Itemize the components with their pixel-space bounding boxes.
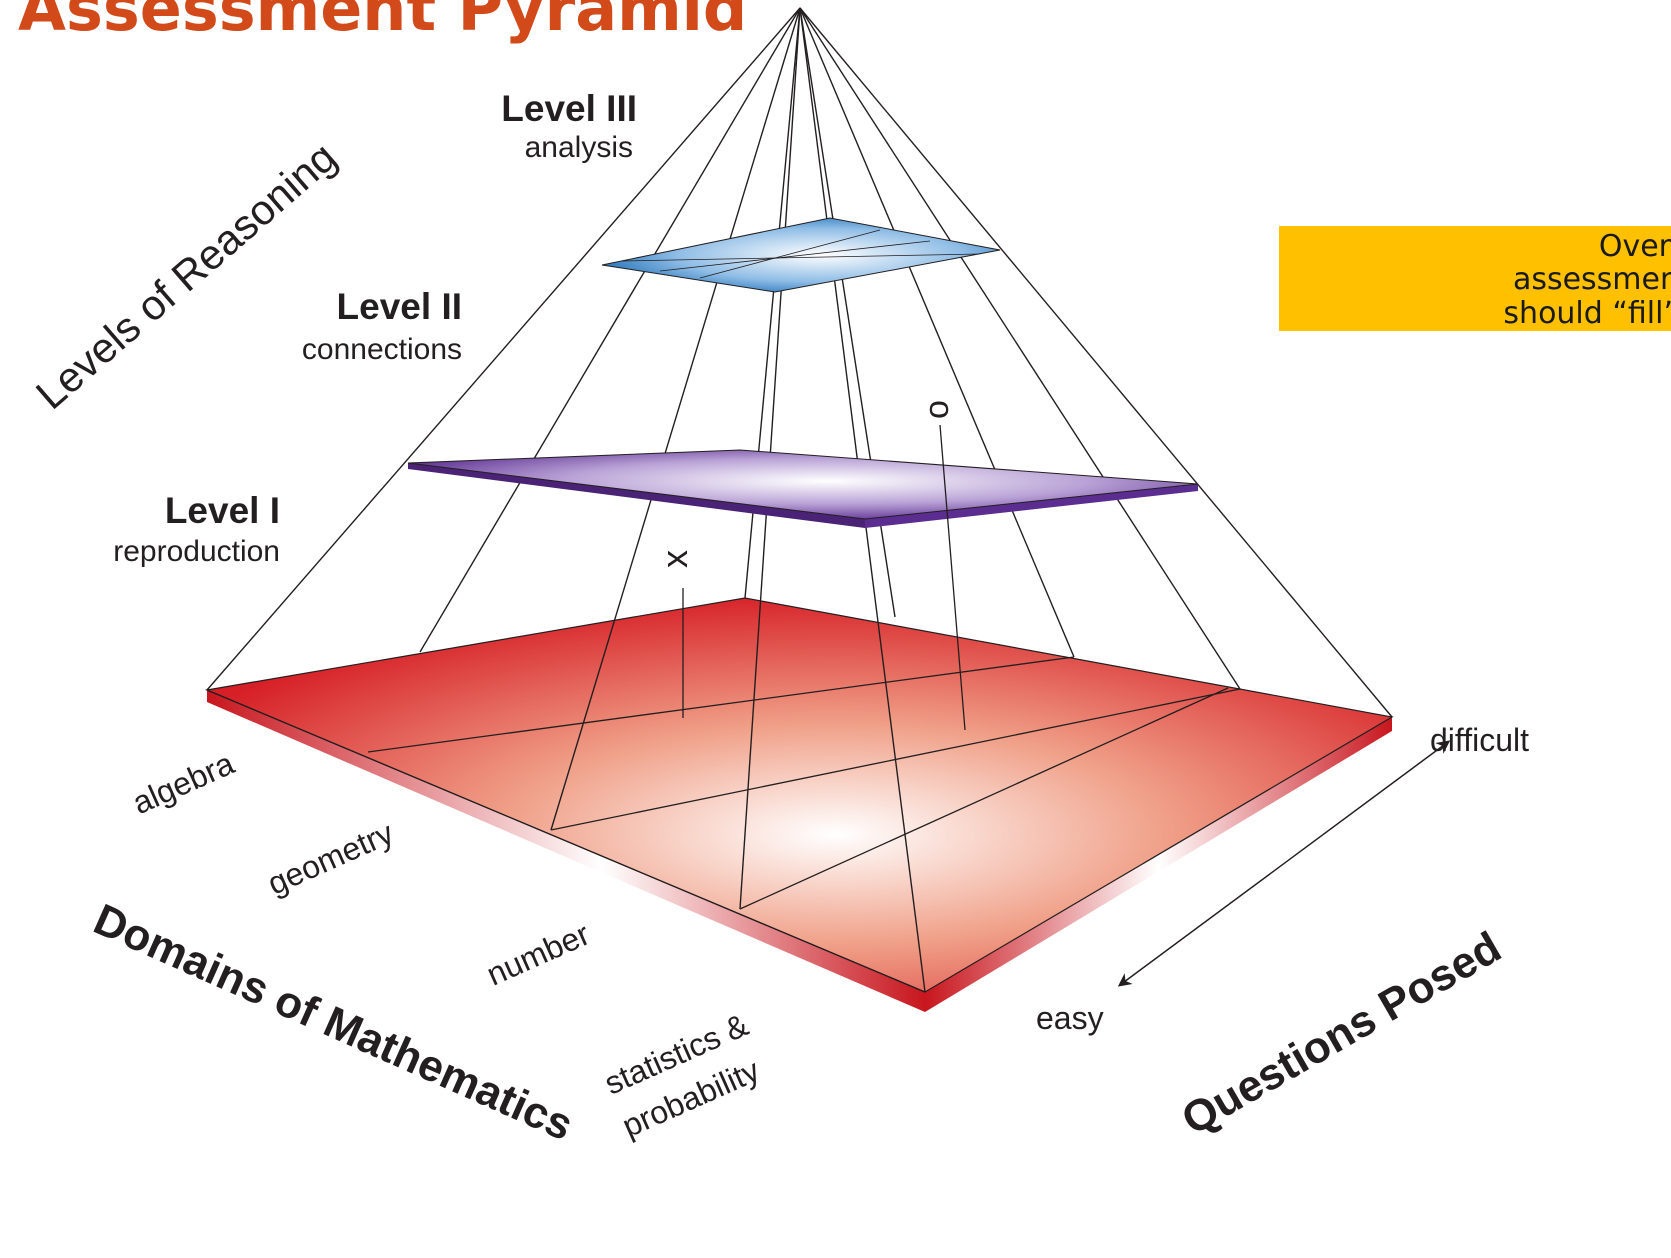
level-3-plane xyxy=(601,217,1001,293)
level-1-title: Level I xyxy=(164,490,280,531)
base-slab xyxy=(204,597,1394,1012)
level-3-subtitle: analysis xyxy=(524,131,633,164)
marker-o: o xyxy=(917,400,956,419)
level-3-title: Level III xyxy=(501,88,637,129)
level-2-subtitle: connections xyxy=(301,333,462,366)
label-difficult: difficult xyxy=(1430,722,1530,758)
callout-line-1: Over xyxy=(1598,229,1671,264)
level-2-title: Level II xyxy=(336,286,462,327)
difficulty-arrow xyxy=(1117,740,1451,987)
callout-line-3: should “fill” xyxy=(1503,296,1671,331)
level-2-plane xyxy=(407,449,1199,528)
page-title: Assessment Pyramid xyxy=(18,0,748,45)
callout-box: Over assessmen should “fill” xyxy=(1279,226,1671,331)
callout-line-2: assessmen xyxy=(1512,262,1671,297)
level-1-subtitle: reproduction xyxy=(113,535,280,568)
marker-o-stem xyxy=(939,424,966,731)
label-easy: easy xyxy=(1036,1000,1104,1036)
marker-x: x xyxy=(654,550,695,568)
